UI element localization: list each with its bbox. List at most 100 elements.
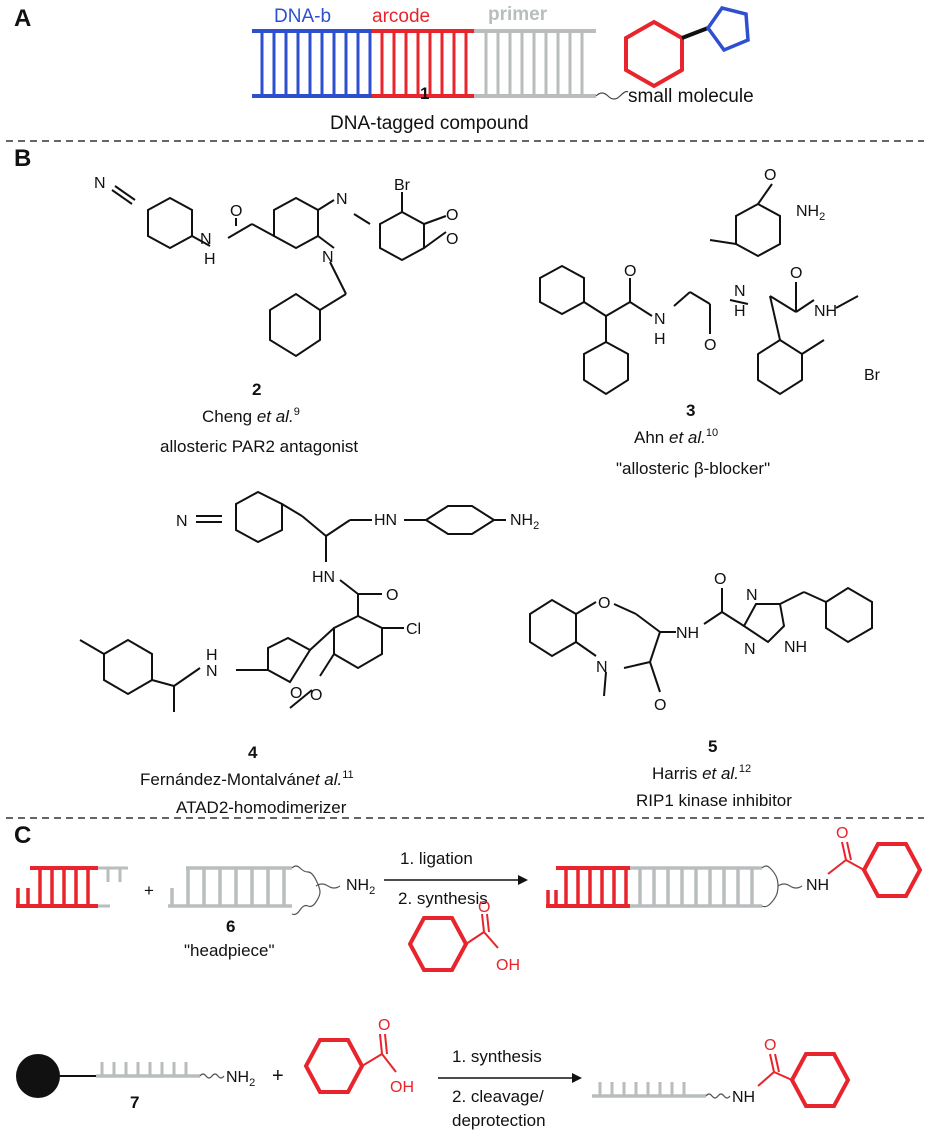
compound-4-author: Fernández-Montalván [140, 770, 305, 789]
atom-n-5b: N [746, 587, 758, 604]
compound-5-description: RIP1 kinase inhibitor [636, 791, 792, 810]
compound-5-number: 5 [708, 737, 717, 756]
compound-2-number: 2 [252, 380, 261, 399]
reaction-arrowhead-1 [518, 875, 528, 885]
atom-nh-5a: NH [676, 625, 699, 642]
reagent-cyclohexanecarboxylic-acid-1 [407, 913, 499, 972]
resin-bound-strand [60, 1062, 225, 1079]
atom-h-4: H [206, 647, 218, 664]
compound-3-structure [539, 183, 859, 396]
atom-o-3d: O [790, 265, 802, 282]
compound-2-description: allosteric PAR2 antagonist [160, 437, 358, 456]
plus-sign-c2: + [272, 1065, 284, 1087]
atom-h-2: H [204, 251, 216, 268]
compound-4-citation: Fernández-Montalvánet al.11 [140, 769, 354, 789]
reagent-1-o: O [478, 899, 490, 916]
section-label-a: A [14, 5, 31, 32]
atom-nh-3b: N [734, 283, 746, 300]
atom-n-2c: N [336, 191, 348, 208]
compound-4-etal: et al. [305, 770, 342, 789]
resin-amine-sub: 2 [249, 1077, 255, 1089]
atom-n-2a: N [94, 175, 106, 192]
plus-sign-c1: + [144, 881, 154, 900]
step-deprotection: deprotection [452, 1111, 546, 1130]
atom-o-5a: O [598, 595, 610, 612]
atom-nh-5b: NH [784, 639, 807, 656]
atom-nh-3a: N [654, 311, 666, 328]
product-1-acyl [827, 841, 923, 898]
atom-cl-4: Cl [406, 621, 421, 638]
atom-nh-4: N [206, 663, 218, 680]
small-molecule-label: small molecule [628, 86, 754, 107]
compound-5-author: Harris [652, 764, 702, 783]
dna-barcode-label-red: arcode [372, 6, 430, 27]
product-2-nh: NH [732, 1089, 755, 1106]
headpiece-amine: NH2 [346, 877, 375, 897]
compound-3-author: Ahn [634, 428, 669, 447]
compound-5-etal: et al. [702, 764, 739, 783]
headpiece-number: 6 [226, 917, 235, 936]
headpiece-structure [168, 865, 341, 916]
reaction-arrowhead-2 [572, 1073, 582, 1083]
dna-tagged-compound-caption: DNA-tagged compound [330, 113, 529, 134]
compound-4-ref: 11 [342, 769, 353, 781]
atom-nh-3c: NH [814, 303, 837, 320]
headpiece-amine-main: NH [346, 877, 369, 894]
atom-nh2-3-main: NH [796, 203, 819, 220]
product-1-nh: NH [806, 877, 829, 894]
headpiece-label: "headpiece" [184, 941, 275, 960]
product-2-acyl [757, 1052, 851, 1108]
product-2-o: O [764, 1037, 776, 1054]
step-cleavage: 2. cleavage/ [452, 1087, 544, 1106]
atom-nh2-3: NH2 [796, 203, 825, 223]
section-label-b: B [14, 145, 31, 172]
atom-h-3b: H [734, 303, 746, 320]
atom-n-5a: N [596, 659, 608, 676]
product-1-o: O [836, 825, 848, 842]
atom-o-2b: O [446, 207, 458, 224]
atom-hn-4a: HN [374, 512, 397, 529]
headpiece-amine-sub: 2 [369, 885, 375, 897]
compound-4-description: ATAD2-homodimerizer [176, 798, 347, 817]
product-duplex-1 [546, 865, 803, 908]
compound-2-ref: 9 [294, 406, 300, 418]
atom-o-3a: O [764, 167, 776, 184]
atom-br-2: Br [394, 177, 411, 194]
atom-nh2-4: NH2 [510, 512, 539, 532]
resin-amine: NH2 [226, 1069, 255, 1089]
atom-o-2: O [230, 203, 242, 220]
compound-1-number: 1 [420, 84, 429, 103]
small-molecule-structure [624, 6, 750, 89]
atom-o-4b: O [290, 685, 302, 702]
atom-br-3: Br [864, 367, 881, 384]
compound-3-number: 3 [686, 401, 695, 420]
atom-o-3b: O [624, 263, 636, 280]
compound-2-structure [111, 185, 447, 358]
compound-2-etal: et al. [257, 407, 294, 426]
reagent-2-o: O [378, 1017, 390, 1034]
atom-o-4a: O [386, 587, 398, 604]
compound-5-ref: 12 [739, 763, 751, 775]
reagent-2-oh: OH [390, 1079, 414, 1096]
compound-4-number: 4 [248, 743, 258, 762]
reagent-1-oh: OH [496, 957, 520, 974]
solid-support-bead [16, 1054, 60, 1098]
dna-barcode-duplex [252, 29, 629, 100]
atom-nh2-4-sub: 2 [533, 520, 539, 532]
atom-o-3c: O [704, 337, 716, 354]
atom-nh2-3-sub: 2 [819, 211, 825, 223]
atom-o-5c: O [714, 571, 726, 588]
atom-n-5c: N [744, 641, 756, 658]
resin-amine-main: NH [226, 1069, 249, 1086]
atom-h-3a: H [654, 331, 666, 348]
reagent-cyclohexanecarboxylic-acid-2 [303, 1033, 397, 1094]
primer-label: primer [488, 4, 548, 25]
atom-nh2-4-main: NH [510, 512, 533, 529]
step-ligation: 1. ligation [400, 849, 473, 868]
atom-n-2d: N [322, 249, 334, 266]
barcode-duplex-red [16, 866, 128, 908]
step-synthesis-1: 2. synthesis [398, 889, 488, 908]
atom-hn-4b: HN [312, 569, 335, 586]
